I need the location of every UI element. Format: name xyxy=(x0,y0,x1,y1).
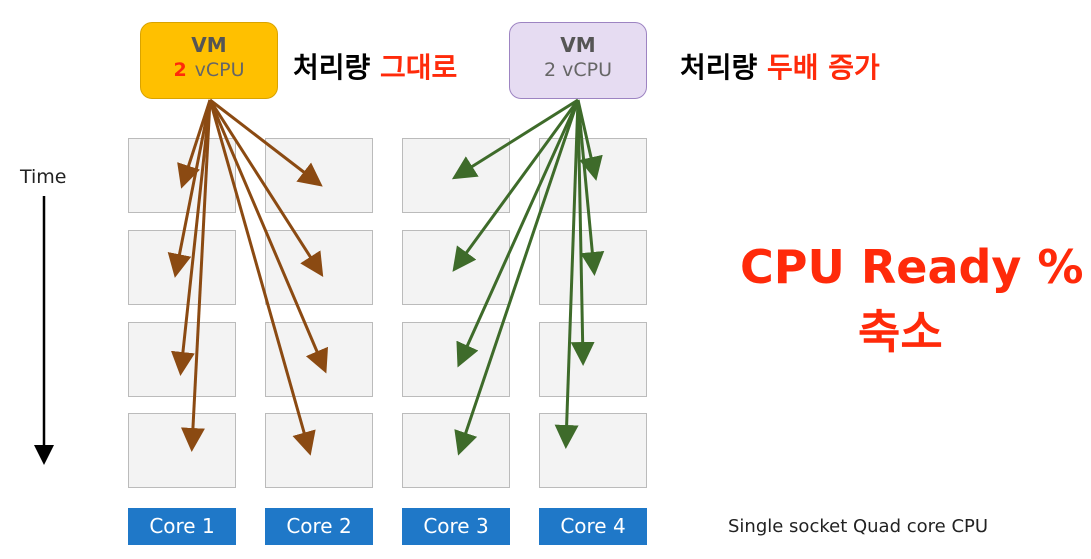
core-4-label: Core 4 xyxy=(539,508,647,545)
headline-line2: 축소 xyxy=(858,305,943,359)
green-arrow xyxy=(576,99,603,181)
brown-arrow xyxy=(180,99,212,452)
green-arrow xyxy=(456,99,580,368)
brown-arrow xyxy=(177,99,212,189)
core-1-label: Core 1 xyxy=(128,508,236,545)
green-arrow xyxy=(576,99,605,276)
brown-arrow xyxy=(208,99,316,456)
brown-arrow xyxy=(167,99,212,278)
right-caption-red: 두배 증가 xyxy=(767,51,880,84)
brown-arrow xyxy=(209,98,323,187)
vm-right-label: 2 vCPU xyxy=(543,59,612,81)
core-3-label: Core 3 xyxy=(402,508,510,545)
headline-line1: CPU Ready % xyxy=(740,240,1084,294)
vm-left-title: VM xyxy=(191,33,227,57)
brown-arrow xyxy=(208,99,328,374)
green-arrow xyxy=(451,98,579,180)
core-2-label: Core 2 xyxy=(265,508,373,545)
time-label: Time xyxy=(20,166,67,188)
footnote: Single socket Quad core CPU xyxy=(728,516,989,537)
vm-right-box: VM 2 vCPU xyxy=(509,22,647,99)
green-arrow xyxy=(454,99,580,456)
green-arrow xyxy=(452,99,580,272)
right-caption: 처리량 두배 증가 xyxy=(680,46,880,86)
vm-right-title: VM xyxy=(560,33,596,57)
right-caption-black: 처리량 xyxy=(680,51,758,84)
left-caption: 처리량 그대로 xyxy=(293,46,457,86)
vm-left-count: 2 xyxy=(173,59,187,81)
vm-left-unit: vCPU xyxy=(194,59,245,81)
green-arrow xyxy=(554,99,580,449)
left-caption-black: 처리량 xyxy=(293,51,371,84)
brown-arrow xyxy=(170,99,212,376)
left-caption-red: 그대로 xyxy=(380,51,458,84)
brown-arrow xyxy=(208,99,324,278)
core-2-slot-4 xyxy=(265,413,373,488)
vm-left-box: VM 2 vCPU xyxy=(140,22,278,99)
green-arrow xyxy=(570,99,595,366)
